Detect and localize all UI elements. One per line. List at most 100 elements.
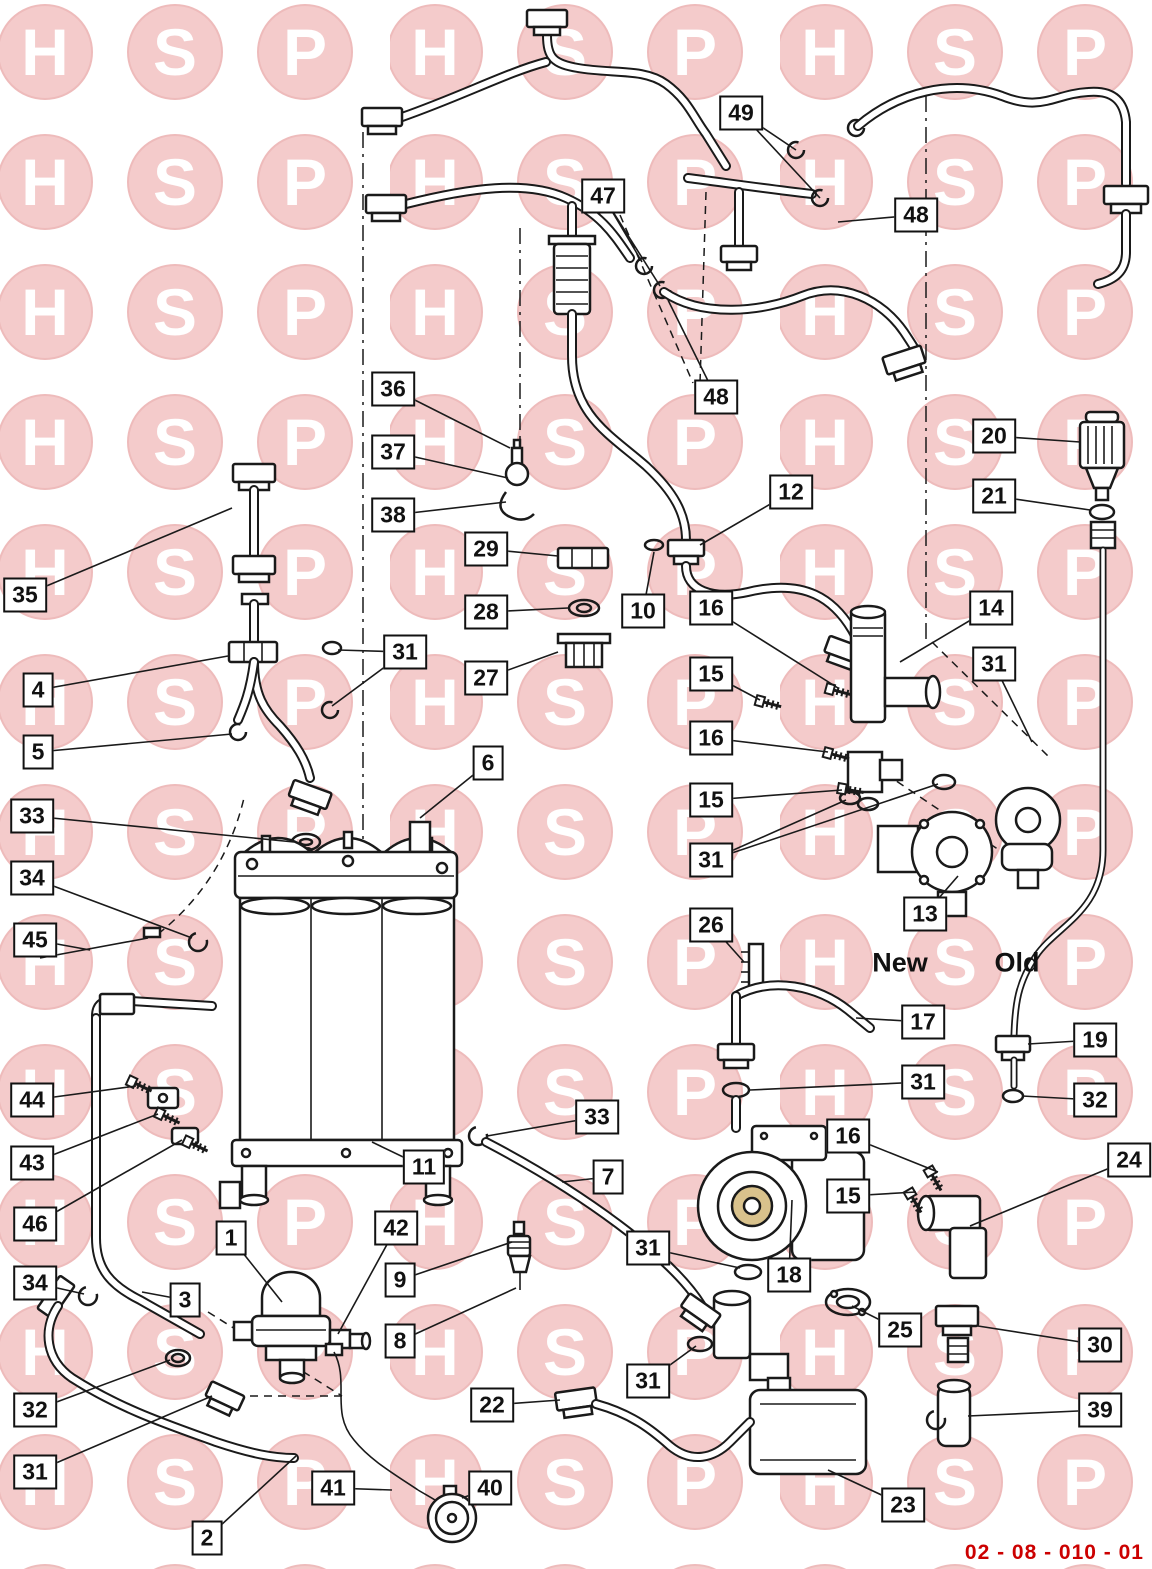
callout-3-50: 3 [169,1282,201,1318]
pressure-gauge-40 [324,1342,478,1544]
callout-16-22: 16 [689,720,733,756]
callout-1-44: 1 [215,1220,247,1256]
pump-old [994,786,1062,890]
diverter-valve-1 [232,1270,372,1385]
heat-exchanger [218,820,464,1210]
callout-48-2: 48 [894,197,938,233]
callout-41-59: 41 [311,1470,355,1506]
bypass-pipe-17 [716,980,875,1133]
callout-21-9: 21 [972,478,1016,514]
callout-30-53: 30 [1078,1327,1122,1363]
leader-line-8-52 [399,1287,517,1342]
callout-12-8: 12 [769,474,813,510]
tee-assembly-14 [753,604,957,812]
document-number: 02 - 08 - 010 - 01 [964,1541,1144,1564]
screws-and-clips [124,1073,212,1158]
callout-31-16: 31 [383,634,427,670]
leader-line-42-45 [337,1227,397,1335]
drain-fitting-8-9 [506,1220,532,1290]
leader-line-31-33 [749,1081,924,1091]
callout-32-34: 32 [1073,1082,1117,1118]
callout-36-3: 36 [371,371,415,407]
leader-line-15-24 [710,789,843,801]
callout-6-23: 6 [472,745,504,781]
callout-47-1: 47 [581,178,625,214]
callout-7-40: 7 [592,1159,624,1195]
outlet-fittings-24-30-39 [824,1164,988,1448]
leader-line-32-54 [34,1359,171,1411]
callout-20-6: 20 [972,418,1016,454]
callout-24-42: 24 [1107,1142,1151,1178]
leader-line-31-58 [34,1395,213,1473]
callout-29-10: 29 [464,531,508,567]
leader-line-4-18 [37,655,229,691]
callout-35-11: 35 [3,577,47,613]
air-vent [1078,410,1126,550]
callout-32-54: 32 [13,1392,57,1428]
pump-new [876,810,994,918]
callout-40-60: 40 [468,1470,512,1506]
callout-10-13: 10 [621,593,665,629]
callout-11-39: 11 [402,1149,446,1185]
callout-17-31: 17 [901,1004,945,1040]
callout-46-43: 46 [13,1206,57,1242]
callout-15-24: 15 [689,782,733,818]
callout-28-12: 28 [464,594,508,630]
callout-31-20: 31 [972,646,1016,682]
callout-4-18: 4 [22,672,54,708]
callout-9-47: 9 [384,1262,416,1298]
callout-34-27: 34 [10,860,54,896]
callout-27-17: 27 [464,660,508,696]
callout-5-21: 5 [22,734,54,770]
callout-25-51: 25 [878,1312,922,1348]
callout-34-49: 34 [13,1265,57,1301]
callout-16-37: 16 [826,1118,870,1154]
leader-line-35-11 [24,507,233,596]
fitting-stack-27-28-29 [556,546,612,669]
callout-31-56: 31 [626,1363,670,1399]
callout-45-30: 45 [13,922,57,958]
top-pipework [360,8,1150,383]
leader-line-31-26 [710,799,847,861]
callout-19-32: 19 [1073,1022,1117,1058]
callout-13-28: 13 [903,896,947,932]
callout-31-46: 31 [626,1230,670,1266]
leader-line-33-25 [31,815,295,843]
leader-line-24-42 [969,1159,1130,1227]
leader-line-46-43 [34,1139,183,1225]
leader-line-5-21 [37,733,233,753]
pipe-7 [467,1125,722,1333]
callout-49-0: 49 [719,95,763,131]
callout-8-52: 8 [384,1323,416,1359]
callout-16-14: 16 [689,590,733,626]
callout-15-41: 15 [826,1178,870,1214]
callout-23-61: 23 [881,1487,925,1523]
callout-48-4: 48 [694,379,738,415]
vent-pipe [994,546,1107,1104]
callout-22-55: 22 [470,1387,514,1423]
callout-33-36: 33 [575,1099,619,1135]
left-return-pipes [36,992,299,1463]
leader-line-34-27 [31,877,193,939]
callout-39-57: 39 [1078,1392,1122,1428]
leader-line-39-57 [967,1409,1101,1417]
callout-31-33: 31 [901,1064,945,1100]
callout-14-15: 14 [969,590,1013,626]
callout-31-26: 31 [689,842,733,878]
callout-31-58: 31 [13,1454,57,1490]
callout-18-48: 18 [767,1257,811,1293]
callout-26-29: 26 [689,907,733,943]
callout-43-38: 43 [10,1145,54,1181]
callout-44-35: 44 [10,1082,54,1118]
callout-2-62: 2 [191,1520,223,1556]
label-old: Old [994,947,1040,978]
label-new: New [872,947,928,978]
strainer-pipe [499,201,871,673]
callout-33-25: 33 [10,798,54,834]
callout-15-19: 15 [689,656,733,692]
callout-37-5: 37 [371,434,415,470]
